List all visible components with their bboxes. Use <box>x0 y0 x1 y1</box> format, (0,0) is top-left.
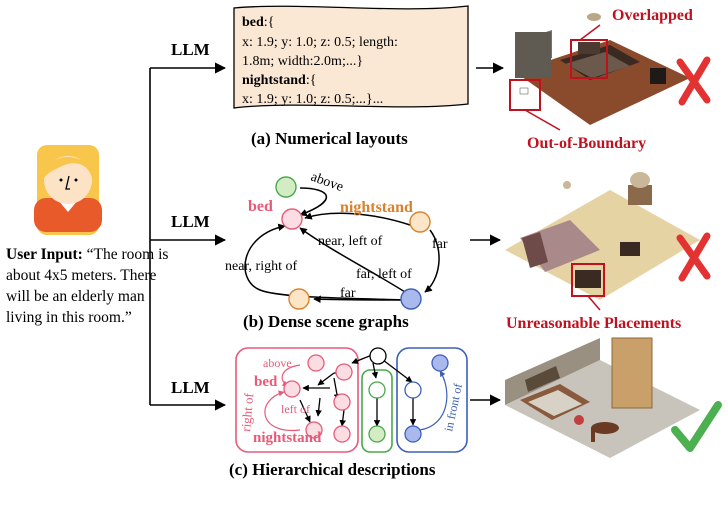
user-input-text: User Input: “The room is about 4x5 meter… <box>6 244 176 328</box>
overlap-callout <box>579 24 601 41</box>
user-avatar-icon <box>34 145 102 235</box>
label-left-of-c: left of <box>281 402 310 416</box>
group-green <box>361 369 393 453</box>
oob-callout <box>524 109 561 131</box>
node-green-bottom <box>368 425 386 443</box>
fail-cross-icon-b <box>676 232 711 282</box>
llm-label-a: LLM <box>171 40 210 59</box>
group-pink <box>235 347 359 453</box>
hierarchy-edges <box>299 354 417 427</box>
code-line-4: nightstand:{ <box>242 73 316 88</box>
numerical-layout-scroll <box>233 5 469 109</box>
code-line-5: x: 1.9; y: 1.0; z: 0.5;...}... <box>242 92 383 107</box>
label-above-c: above <box>263 356 292 370</box>
label-nightstand-c: nightstand <box>253 430 322 446</box>
fail-cross-icon-a <box>676 56 711 106</box>
user-input-content: “The room is about 4x5 meters. There wil… <box>6 246 169 326</box>
code-line-1: bed:{ <box>242 15 274 30</box>
room-render-a <box>515 13 690 125</box>
code-line-3: 1.8m; width:2.0m;...} <box>242 54 363 69</box>
node-pink-mid <box>333 393 351 411</box>
node-orange <box>288 288 310 310</box>
edge-front-of-c <box>419 370 448 431</box>
success-check-icon <box>671 401 722 452</box>
node-blue-mid <box>404 381 422 399</box>
overlap-highlight <box>570 39 608 79</box>
user-input-label: User Input: <box>6 246 83 263</box>
label-bed-b: bed <box>248 198 273 215</box>
node-pink-bottom <box>333 425 351 443</box>
code-line-2: x: 1.9; y: 1.0; z: 0.5; length: <box>242 35 398 50</box>
group-blue <box>396 347 468 453</box>
node-blue <box>400 288 422 310</box>
edge-far-left: far, left of <box>356 267 412 282</box>
node-pink-right <box>335 363 353 381</box>
node-green-top <box>368 381 386 399</box>
room-render-b <box>505 172 700 300</box>
label-right-of-c: right of <box>238 392 256 432</box>
caption-c: (c) Hierarchical descriptions <box>229 460 436 479</box>
llm-label-c: LLM <box>171 378 210 397</box>
node-blue-top <box>431 354 449 372</box>
placement-callout <box>587 295 601 311</box>
tag-out-of-boundary: Out-of-Boundary <box>527 135 646 152</box>
tag-overlapped: Overlapped <box>612 7 693 24</box>
edge-right-of-c <box>264 390 301 432</box>
branch-connectors <box>149 62 227 411</box>
edge-above: above <box>309 170 346 196</box>
node-bed-c <box>283 380 301 398</box>
caption-b: (b) Dense scene graphs <box>243 312 409 331</box>
node-bed <box>281 208 303 230</box>
edge-near-left: near, left of <box>318 234 383 249</box>
label-nightstand-b: nightstand <box>340 199 413 216</box>
llm-label-b: LLM <box>171 212 210 231</box>
node-root <box>369 347 387 365</box>
scene-graph-edges <box>244 187 440 304</box>
edge-near-right: near, right of <box>225 259 297 274</box>
node-green <box>275 176 297 198</box>
node-pink-top <box>307 354 325 372</box>
node-nightstand <box>409 211 431 233</box>
label-bed-c: bed <box>254 374 278 390</box>
edge-far: far <box>432 237 448 252</box>
tag-unreasonable: Unreasonable Placements <box>506 315 681 332</box>
node-nightstand-c <box>305 421 323 439</box>
node-blue-bottom <box>404 425 422 443</box>
room-render-c <box>505 337 700 458</box>
edge-far-2: far <box>340 286 356 301</box>
caption-a: (a) Numerical layouts <box>251 129 408 148</box>
